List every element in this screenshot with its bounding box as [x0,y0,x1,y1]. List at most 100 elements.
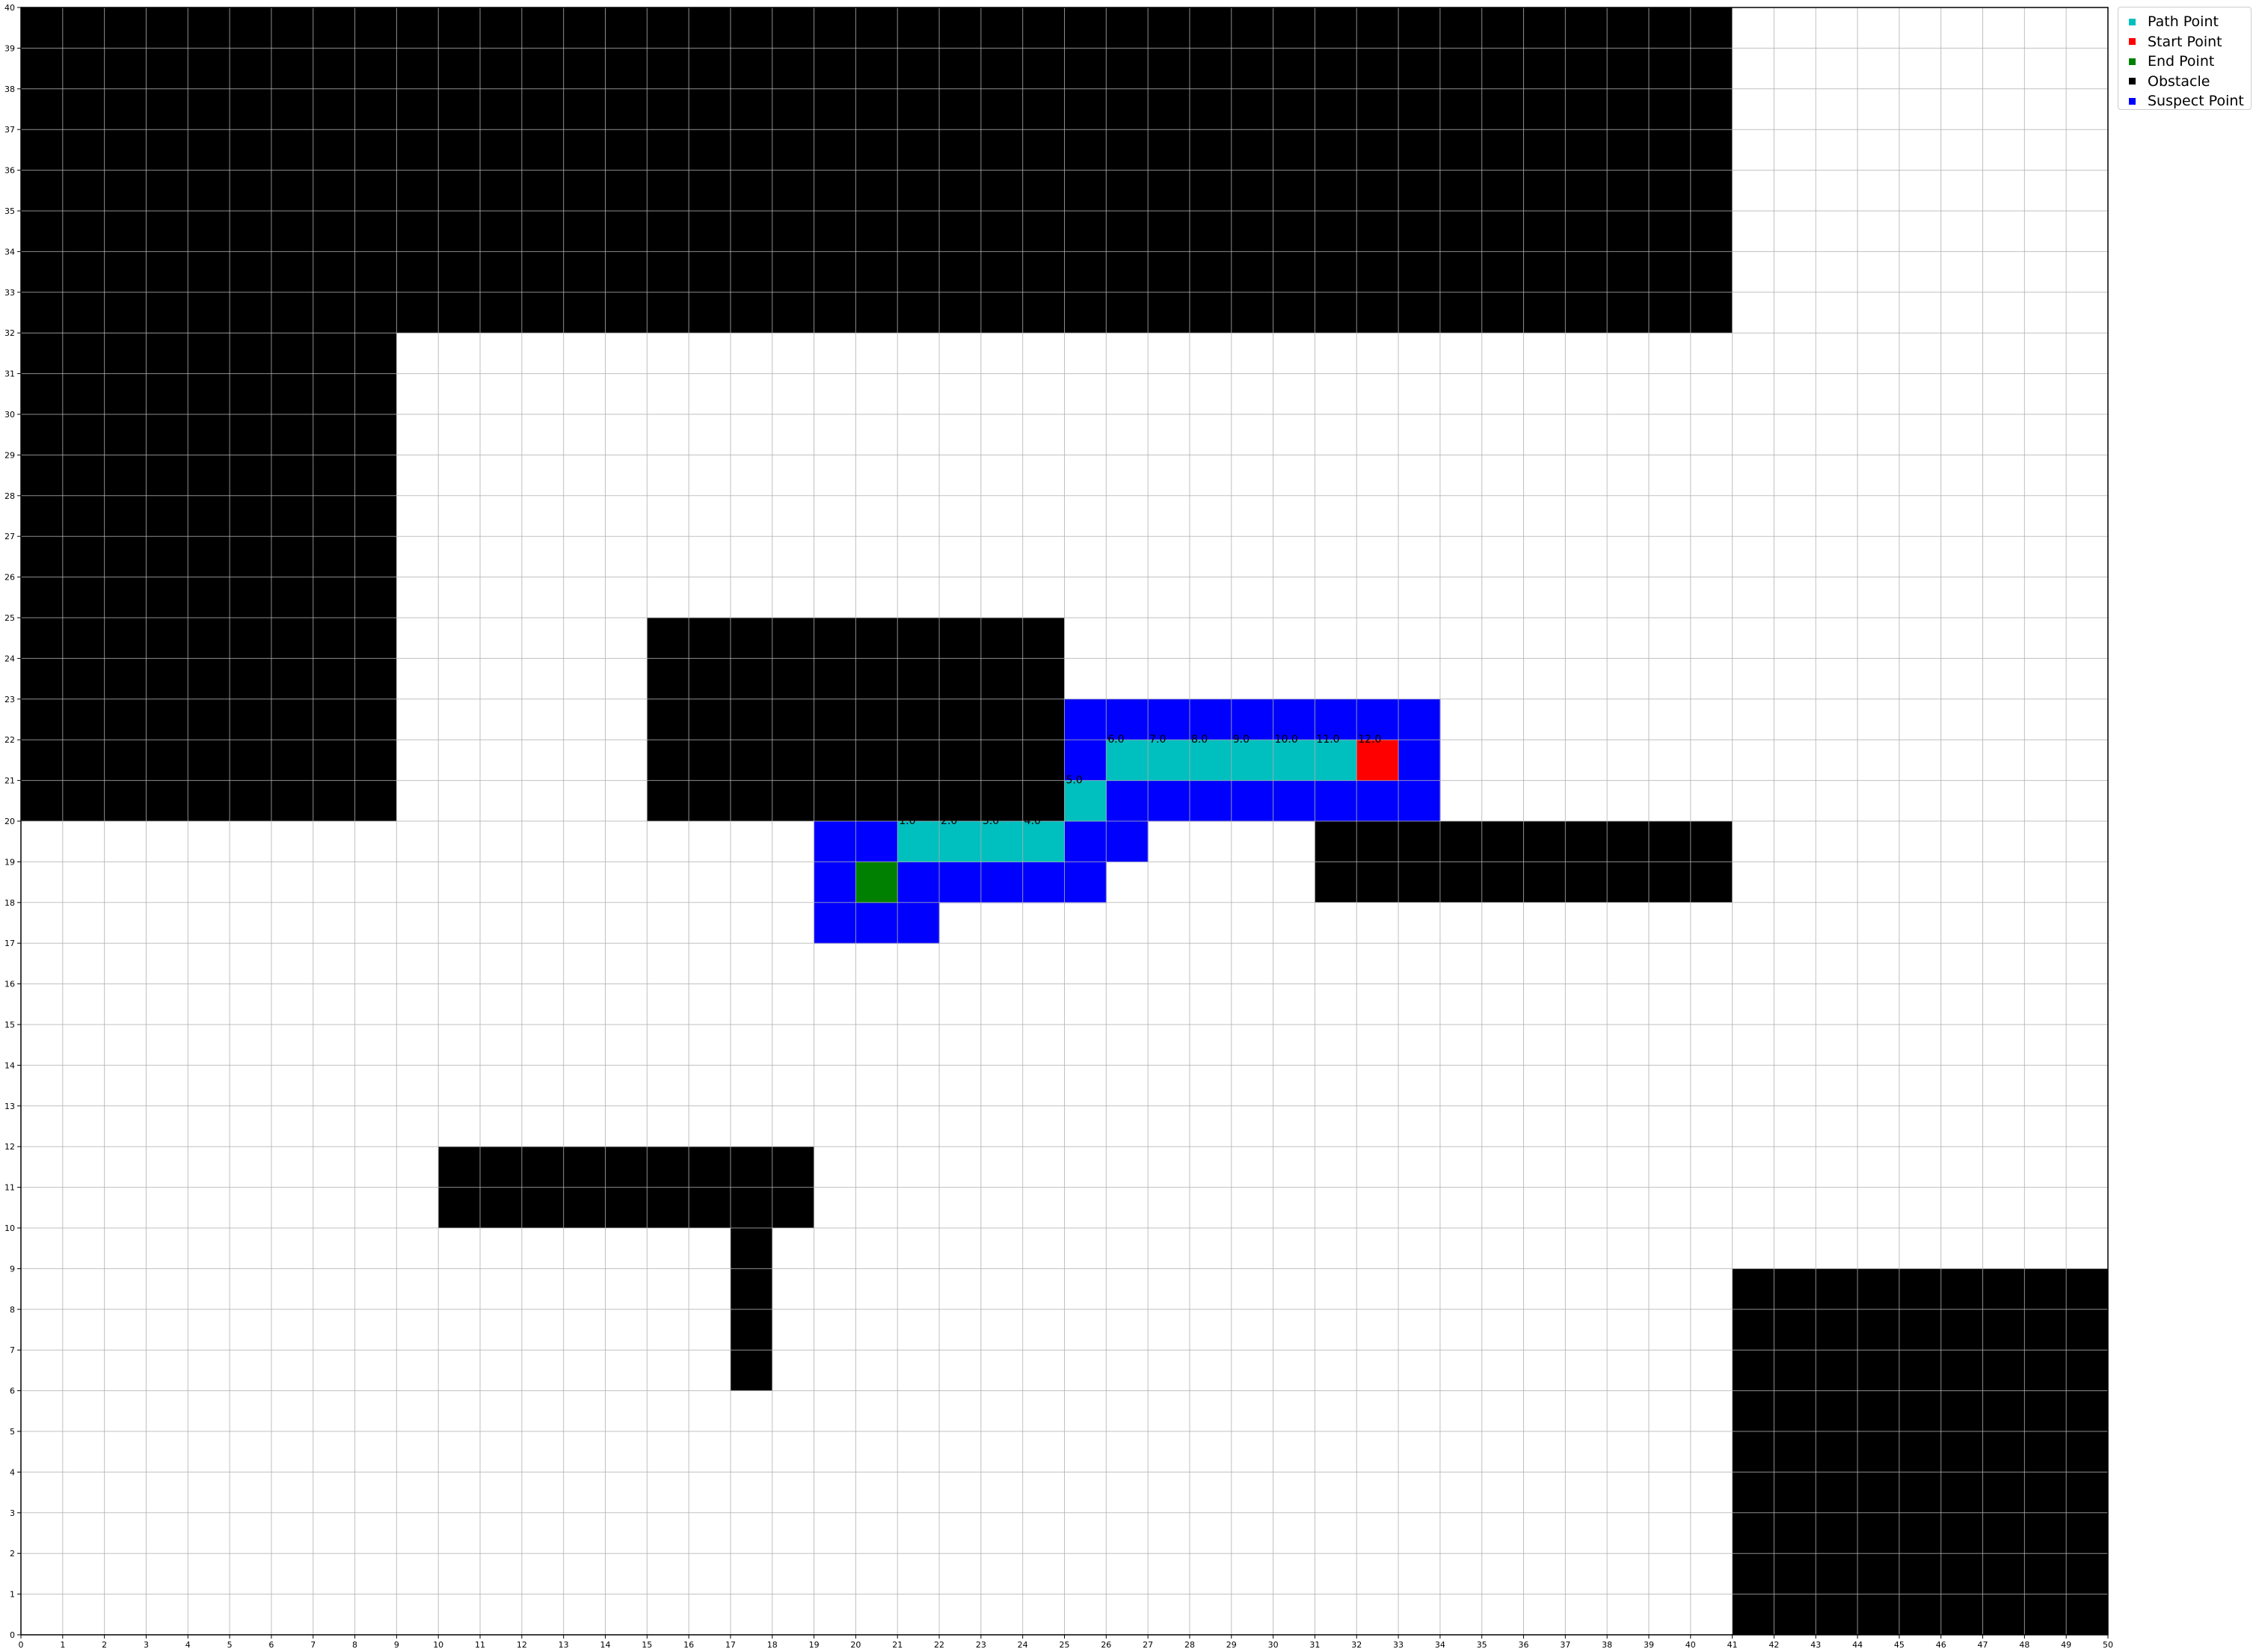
path-point-cell [1106,740,1149,782]
y-tick-label: 34 [4,247,15,257]
y-tick-label: 16 [4,980,15,989]
x-tick-label: 45 [1894,1640,1905,1650]
suspect-point-cell [897,862,940,903]
y-tick-label: 8 [10,1305,15,1315]
y-tick-label: 0 [10,1630,15,1640]
cell-value-label: 9.0 [1233,734,1250,746]
x-tick-label: 2 [102,1640,107,1650]
suspect-point-cell [855,821,898,862]
suspect-point-cell [1398,740,1441,782]
cell-value-label: 2.0 [941,815,957,827]
suspect-point-cell [1231,698,1274,740]
x-tick-label: 39 [1644,1640,1654,1650]
cell-value-label: 10.0 [1275,734,1298,746]
y-tick-label: 9 [10,1264,15,1274]
path-point-cell [939,821,982,862]
x-tick-label: 44 [1852,1640,1863,1650]
cell-value-label: 4.0 [1024,815,1041,827]
x-tick-label: 32 [1351,1640,1362,1650]
y-tick-label: 19 [4,857,15,867]
x-tick-label: 13 [559,1640,569,1650]
x-tick-label: 17 [725,1640,736,1650]
y-tick-label: 35 [4,206,15,216]
suspect-point-cell [1106,780,1149,822]
y-tick-label: 13 [4,1102,15,1111]
suspect-point-cell [1273,698,1315,740]
x-tick-label: 15 [642,1640,652,1650]
x-tick-label: 7 [310,1640,316,1650]
path-point-cell [1189,740,1232,782]
y-tick-label: 6 [10,1387,15,1396]
suspect-point-cell [1148,780,1190,822]
legend: Path Point Start Point End Point Obstacl… [2118,7,2252,110]
cell-value-label: 6.0 [1107,734,1124,746]
x-tick-label: 41 [1727,1640,1738,1650]
obstacle-block [1732,1268,2108,1635]
start-point-cell [1356,740,1399,782]
suspect-point-cell [1064,862,1107,903]
x-tick-label: 36 [1519,1640,1529,1650]
y-tick-label: 25 [4,613,15,623]
suspect-point-cell [814,902,856,944]
x-tick-label: 6 [268,1640,274,1650]
suspect-point-cell [1315,698,1357,740]
x-tick-label: 48 [2019,1640,2029,1650]
y-tick-label: 23 [4,695,15,704]
x-tick-label: 42 [1768,1640,1779,1650]
y-tick-label: 40 [4,3,15,13]
suspect-point-cell [1273,780,1315,822]
y-tick-label: 11 [4,1183,15,1193]
y-tick-label: 31 [4,369,15,379]
x-tick-label: 9 [394,1640,399,1650]
legend-item-path: Path Point [2124,12,2245,32]
suspect-point-cell [1064,740,1107,782]
y-tick-label: 3 [10,1508,15,1518]
y-tick-label: 14 [4,1060,15,1070]
path-point-cell [980,821,1024,862]
y-tick-label: 4 [10,1467,15,1477]
path-point-cell [1273,740,1315,782]
suspect-point-cell [1106,821,1149,862]
cell-value-label: 8.0 [1191,734,1208,746]
x-tick-label: 27 [1143,1640,1153,1650]
x-tick-label: 31 [1309,1640,1320,1650]
y-tick-label: 22 [4,735,15,745]
suspect-point-cell [1315,780,1357,822]
path-point-legend-marker [2129,18,2136,25]
y-tick-label: 18 [4,898,15,908]
cell-value-label: 11.0 [1316,734,1339,746]
x-tick-label: 16 [683,1640,694,1650]
start-point-legend-marker [2129,38,2136,46]
suspect-point-cell [1148,698,1190,740]
y-tick-label: 32 [4,328,15,338]
suspect-point-cell [939,862,982,903]
y-tick-label: 20 [4,817,15,826]
suspect-point-cell [1022,862,1065,903]
path-point-cell [897,821,940,862]
suspect-point-cell [1356,698,1399,740]
cell-value-label: 12.0 [1358,734,1381,746]
legend-label: Suspect Point [2148,93,2244,110]
x-tick-label: 46 [1936,1640,1946,1650]
suspect-point-cell [1189,780,1232,822]
x-tick-label: 19 [809,1640,820,1650]
legend-item-suspect: Suspect Point [2124,91,2245,111]
legend-label: Start Point [2148,33,2222,50]
path-point-cell [1064,780,1107,822]
gridlines-layer [20,7,2109,1636]
end-point-legend-marker [2129,58,2136,65]
suspect-point-cell [897,902,940,944]
y-tick-label: 7 [10,1345,15,1355]
x-tick-label: 40 [1685,1640,1696,1650]
suspect-point-cell [980,862,1024,903]
suspect-point-cell [814,862,856,903]
x-tick-label: 3 [144,1640,149,1650]
y-tick-label: 2 [10,1549,15,1559]
legend-label: Path Point [2148,13,2219,31]
y-tick-label: 17 [4,939,15,948]
y-tick-label: 36 [4,166,15,176]
y-tick-label: 12 [4,1142,15,1152]
x-tick-label: 33 [1393,1640,1404,1650]
